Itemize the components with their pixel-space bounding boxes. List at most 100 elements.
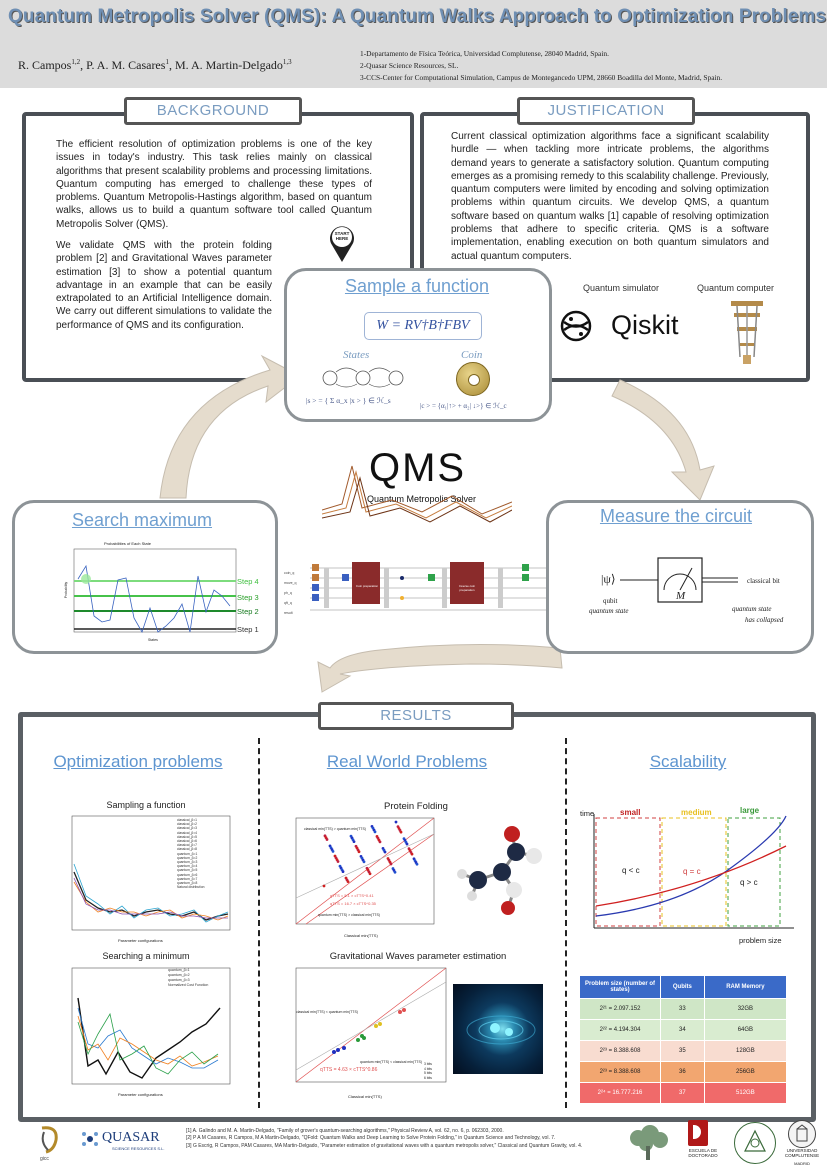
reference-2: [2] P A M Casares, R Campos, M A Martin-…: [186, 1135, 556, 1142]
table-cell: 2²² = 4.194.304: [579, 1019, 661, 1041]
gw-point: [362, 1036, 366, 1040]
search-ylabel: Probability: [64, 581, 69, 599]
sampling-legend-entry: classical_β=4: [177, 830, 197, 835]
results-heading: RESULTS: [318, 702, 514, 730]
quantum-circuit-diagram: [310, 562, 546, 611]
title-bar: Quantum Metropolis Solver (QMS): A Quant…: [0, 0, 827, 88]
qubit-quantum-state-label: quantum state: [589, 607, 629, 615]
protein-point: [389, 862, 393, 866]
scal-medium-label: medium: [681, 808, 712, 817]
gw-plot: [295, 967, 447, 1083]
escuela-logo-icon: [688, 1120, 708, 1146]
sampling-legend-entry: classical_β=1: [177, 818, 197, 822]
wire-label-coin: coin_q: [284, 571, 295, 575]
gw-legend-entry: 6 bits: [424, 1075, 432, 1080]
table-cell: 2²¹ = 2.097.152: [579, 998, 661, 1020]
protein-point: [325, 838, 329, 841]
protein-folding-plot: [295, 817, 435, 925]
table-cell: 35: [660, 1040, 705, 1062]
protein-eq-1: qTTS = 5.1 × cTTS^0.41: [330, 893, 374, 898]
sampling-legend-entry: Natural distribution: [177, 885, 205, 890]
sampling-xlabel: Parameter configurations: [118, 938, 163, 943]
states-graph-icon: [322, 367, 404, 388]
protein-point: [346, 880, 350, 884]
gw-title: Gravitational Waves parameter estimation: [329, 951, 507, 962]
reference-1: [1] A. Galindo and M. A. Martin-Delgado,…: [186, 1128, 504, 1134]
gw-legend-entry: 3 bits: [424, 1062, 432, 1066]
gw-point: [356, 1038, 360, 1042]
start-here-pin-icon: START HERE: [328, 223, 356, 263]
sampling-legend-entry: quantum_β=5: [177, 868, 198, 873]
protein-point: [405, 842, 409, 846]
quantum-computer-label: Quantum computer: [697, 283, 775, 293]
protein-point: [368, 872, 372, 876]
coin-preparation-gate-label: Coin preparation: [355, 584, 379, 588]
gw-note-1: classical min(TTS) < quantum min(TTS): [296, 1010, 358, 1014]
gw-eq: qTTS = 4.63 × cTTS^0.86: [320, 1067, 378, 1073]
affiliation-3: 3-CCS-Center for Computational Simulatio…: [360, 73, 723, 82]
author-3: , M. A. Martin-Delgado: [168, 58, 283, 72]
protein-note-1: classical min(TTS) > quantum min(TTS): [304, 827, 366, 831]
protein-point: [373, 830, 377, 834]
sampling-legend-entry: classical_β=6: [177, 839, 197, 844]
searching-legend-entry: quantum_β=3: [168, 978, 190, 982]
searching-xlabel: Parameter configurations: [118, 1092, 163, 1097]
real-world-problems-heading: Real World Problems: [326, 752, 488, 771]
searching-legend-entry: quantum_β=2: [168, 973, 190, 977]
gw-point: [398, 1010, 402, 1014]
protein-xlabel: Classical min(TTS): [344, 933, 378, 938]
protein-point: [341, 870, 345, 873]
qiskit-icon: [559, 309, 593, 343]
psi-ket: |ψ⟩: [601, 572, 616, 586]
qubit-label: qubit: [603, 597, 618, 605]
measure-circuit-heading: Measure the circuit: [599, 506, 753, 526]
table-cell: 2²³ = 8.388.608: [579, 1040, 661, 1062]
gw-point: [336, 1048, 340, 1052]
table-cell: 36: [660, 1061, 705, 1083]
sampling-legend-entry: classical_β=5: [177, 834, 197, 839]
sampling-legend-entry: quantum_β=6: [177, 872, 198, 877]
sampling-legend-entry: quantum_β=1: [177, 851, 198, 856]
gw-point: [332, 1050, 336, 1054]
escuela-label: ESCUELA DE DOCTORADO: [688, 1148, 718, 1158]
table-header-qubits: Qubits: [660, 975, 705, 999]
scalability-plot: [593, 814, 794, 929]
searching-legend-entry: Normalized Cost Function: [168, 983, 209, 987]
protein-point: [322, 884, 326, 888]
ucm-logo-icon: [788, 1120, 816, 1148]
collapsed-label-2: has collapsed: [745, 616, 784, 624]
protein-point: [394, 820, 398, 824]
scal-q-greater-label: q > c: [740, 878, 758, 887]
sampling-legend-entry: quantum_β=8: [177, 881, 198, 886]
gw-point: [402, 1008, 406, 1012]
state-equation: |s > = { Σ α_x |x > } ∈ ℋ_s: [306, 396, 391, 405]
seal-logo-icon: [734, 1122, 776, 1164]
tree-logo-icon: [624, 1124, 672, 1164]
results-divider-2: [565, 738, 567, 1108]
scalability-heading: Scalability: [649, 752, 727, 771]
protein-point: [336, 860, 340, 863]
wire-label-move: move_q: [284, 581, 297, 585]
wire-label-qft: qft_q: [284, 601, 292, 605]
circuit-wire-labels: coin_q move_q ph_q qft_q result: [284, 568, 296, 618]
affiliations: 1-Departamento de Física Teórica, Univer…: [360, 48, 722, 84]
protein-point: [331, 849, 335, 853]
qms-logo-subtitle: Quantum Metropolis Solver: [367, 494, 477, 504]
background-heading: BACKGROUND: [124, 97, 302, 125]
protein-point: [352, 840, 356, 843]
results-divider-1: [258, 738, 260, 1108]
search-maximum-heading: Search maximum: [71, 510, 213, 530]
start-here-label: START HERE: [334, 231, 350, 241]
author-3-sup: 1,3: [282, 58, 292, 66]
sampling-plot-title: Sampling a function: [106, 800, 186, 810]
background-text-2: We validate QMS with the protein folding…: [56, 240, 272, 331]
table-cell: 128GB: [703, 1040, 788, 1062]
protein-note-2: quantum min(TTS) > classical min(TTS): [318, 913, 380, 917]
protein-point: [383, 850, 387, 854]
